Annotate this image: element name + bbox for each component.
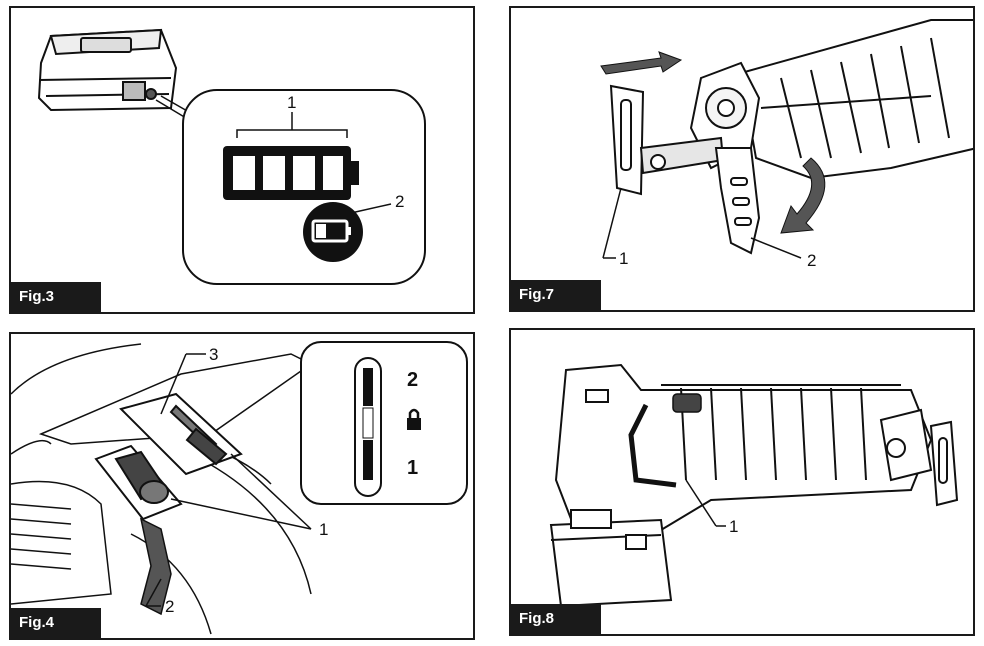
figure-7-panel: 1 2 Fig.7 bbox=[509, 6, 975, 312]
figure-3-illustration: 1 2 bbox=[37, 28, 426, 285]
callout-2: 2 bbox=[395, 192, 404, 211]
arrow-icon bbox=[780, 157, 826, 234]
switch-inset bbox=[300, 341, 468, 505]
figure-8-label: Fig.8 bbox=[511, 604, 601, 634]
arrow-icon bbox=[600, 51, 683, 75]
reciprocating-saw-icon bbox=[549, 363, 959, 608]
callout-2: 2 bbox=[807, 251, 816, 270]
callout-1: 1 bbox=[319, 520, 328, 539]
figure-4-illustration: 2 1 3 1 2 bbox=[11, 341, 468, 635]
callout-2: 2 bbox=[165, 597, 174, 616]
callout-1: 1 bbox=[619, 249, 628, 268]
shoe-lever-icon bbox=[609, 84, 761, 255]
switch-mark-2: 2 bbox=[407, 369, 418, 391]
hook-icon bbox=[628, 403, 677, 488]
figure-7-label: Fig.7 bbox=[511, 280, 601, 310]
figure-8-illustration: 1 bbox=[549, 363, 959, 608]
lock-icon bbox=[407, 408, 421, 430]
figure-4-panel: 2 1 3 1 2 Fig.4 bbox=[9, 332, 475, 640]
figure-3-panel: 1 2 Fig.3 bbox=[9, 6, 475, 314]
figure-3-label: Fig.3 bbox=[11, 282, 101, 312]
callout-3: 3 bbox=[209, 345, 218, 364]
figure-8-panel: 1 Fig.8 bbox=[509, 328, 975, 636]
switch-mark-1: 1 bbox=[407, 457, 418, 479]
figure-4-label: Fig.4 bbox=[11, 608, 101, 638]
charge-level-indicator-icon bbox=[223, 146, 359, 200]
battery-pack-icon bbox=[37, 28, 178, 112]
callout-1: 1 bbox=[287, 93, 296, 112]
callout-1: 1 bbox=[729, 517, 738, 536]
figure-7-illustration: 1 2 bbox=[600, 19, 973, 270]
reciprocating-saw-icon bbox=[689, 19, 973, 180]
low-battery-icon bbox=[303, 202, 363, 262]
hook-icon bbox=[139, 517, 172, 616]
